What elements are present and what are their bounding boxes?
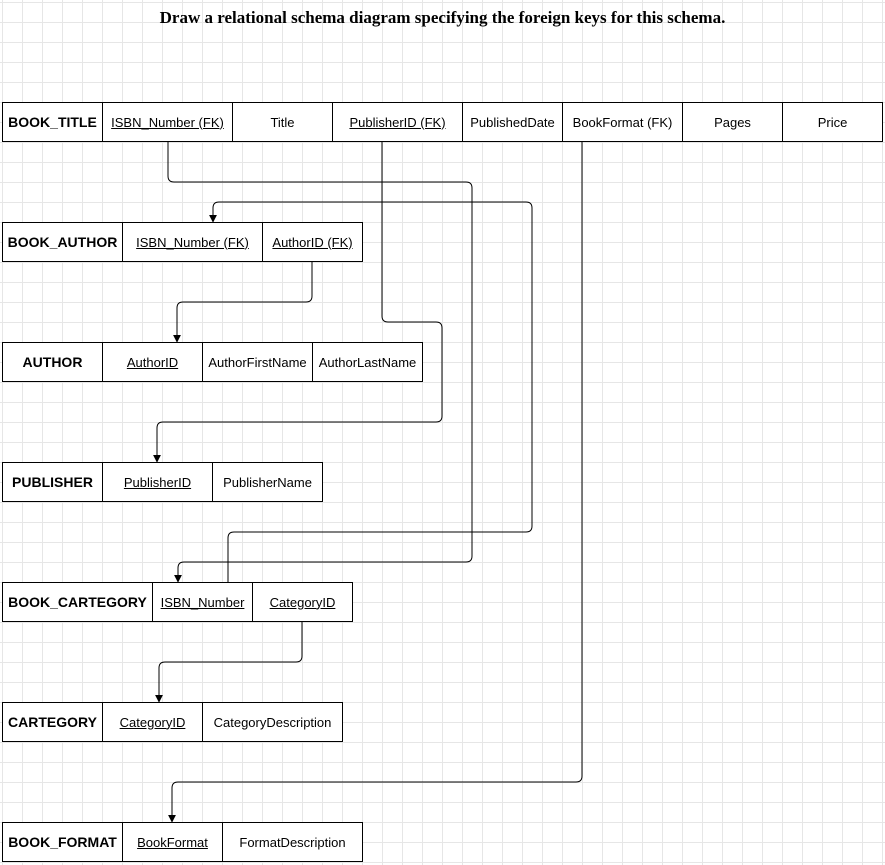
field-isbn-number-fk: ISBN_Number (FK) — [102, 102, 233, 142]
table-book-title[interactable]: BOOK_TITLE ISBN_Number (FK) Title Publis… — [2, 102, 883, 142]
page-title: Draw a relational schema diagram specify… — [159, 8, 726, 27]
field-authorlastname: AuthorLastName — [312, 342, 423, 382]
table-book-format[interactable]: BOOK_FORMAT BookFormat FormatDescription — [2, 822, 363, 862]
field-pages: Pages — [682, 102, 783, 142]
field-categoryid: CategoryID — [252, 582, 353, 622]
link-authorid-to-author — [173, 262, 313, 343]
field-formatdescription: FormatDescription — [222, 822, 363, 862]
table-book-category[interactable]: BOOK_CARTEGORY ISBN_Number CategoryID — [2, 582, 353, 622]
field-isbn-number-fk: ISBN_Number (FK) — [122, 222, 263, 262]
link-publisherid-to-publisher — [153, 142, 443, 463]
field-authorid-fk: AuthorID (FK) — [262, 222, 363, 262]
table-name: BOOK_FORMAT — [2, 822, 123, 862]
field-isbn-number: ISBN_Number — [152, 582, 253, 622]
field-publisherid: PublisherID — [102, 462, 213, 502]
table-category[interactable]: CARTEGORY CategoryID CategoryDescription — [2, 702, 343, 742]
field-publisheddate: PublishedDate — [462, 102, 563, 142]
link-categoryid-to-category — [155, 622, 303, 703]
field-publisherid-fk: PublisherID (FK) — [332, 102, 463, 142]
table-name: CARTEGORY — [2, 702, 103, 742]
table-name: BOOK_AUTHOR — [2, 222, 123, 262]
table-name: BOOK_CARTEGORY — [2, 582, 153, 622]
field-publishername: PublisherName — [212, 462, 323, 502]
field-price: Price — [782, 102, 883, 142]
field-title: Title — [232, 102, 333, 142]
table-publisher[interactable]: PUBLISHER PublisherID PublisherName — [2, 462, 323, 502]
field-categoryid: CategoryID — [102, 702, 203, 742]
table-book-author[interactable]: BOOK_AUTHOR ISBN_Number (FK) AuthorID (F… — [2, 222, 363, 262]
table-name: BOOK_TITLE — [2, 102, 103, 142]
field-bookformat: BookFormat — [122, 822, 223, 862]
field-bookformat-fk: BookFormat (FK) — [562, 102, 683, 142]
table-name: PUBLISHER — [2, 462, 103, 502]
field-categorydescription: CategoryDescription — [202, 702, 343, 742]
table-author[interactable]: AUTHOR AuthorID AuthorFirstName AuthorLa… — [2, 342, 423, 382]
field-authorid: AuthorID — [102, 342, 203, 382]
table-name: AUTHOR — [2, 342, 103, 382]
field-authorfirstname: AuthorFirstName — [202, 342, 313, 382]
